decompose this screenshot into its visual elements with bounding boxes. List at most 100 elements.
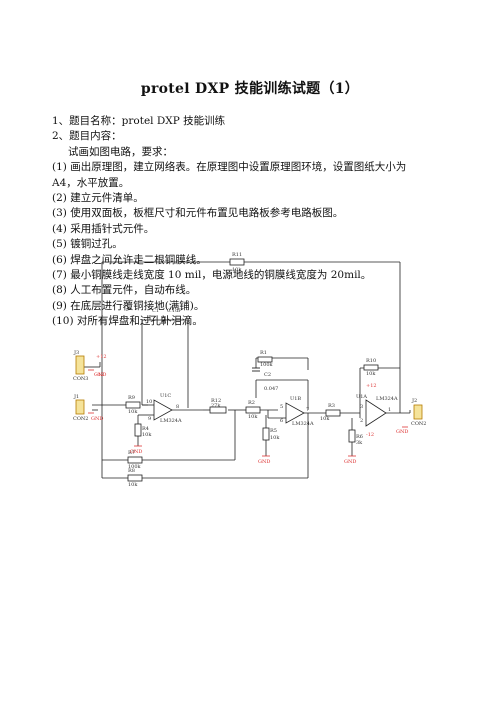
- resistor-r11: [229, 258, 245, 266]
- text-line: (3) 使用双面板，板框尺寸和元件布置见电路板参考电路板图。: [52, 207, 344, 220]
- label: R12: [211, 398, 221, 404]
- resistor-r12: [209, 406, 227, 414]
- ground-symbols: [88, 369, 408, 457]
- resistor-r10: [363, 364, 379, 371]
- schematic-labels: R11 10k C1 0.1uF R1 100k C2 0.047 R10 10…: [73, 252, 426, 488]
- opamp-u1a: [365, 399, 387, 427]
- label: R11: [232, 252, 242, 258]
- label: 2: [360, 418, 363, 424]
- label: -12: [366, 432, 374, 438]
- label: R4: [142, 426, 149, 432]
- label: 9: [148, 416, 151, 422]
- label: 5: [280, 404, 283, 410]
- label: R3: [328, 403, 335, 409]
- label: +12: [96, 354, 107, 360]
- label: 3k: [356, 440, 363, 446]
- text-line: 2、题目内容：: [52, 130, 122, 143]
- text-line: 试画如图电路，要求：: [68, 145, 173, 158]
- label: GND: [258, 459, 270, 465]
- label: 10: [146, 399, 152, 405]
- label: R8: [128, 468, 135, 474]
- label: CON3: [73, 376, 88, 382]
- label: R10: [366, 358, 376, 364]
- resistor-r7: [127, 456, 143, 464]
- label: 7: [306, 407, 309, 413]
- resistor-r4: [134, 423, 142, 437]
- op-amps: [153, 399, 387, 427]
- text-line: (6) 焊盘之间允许走二根铜膜线。: [52, 253, 207, 266]
- label: +12: [366, 383, 377, 389]
- label: 1: [388, 407, 391, 413]
- label: 0.1uF: [167, 308, 182, 314]
- label: GND: [94, 372, 106, 378]
- label: R7: [128, 450, 135, 456]
- resistor-r3: [325, 409, 341, 417]
- text-line: (1) 画出原理图，建立网络表。在原理图中设置原理图环境，设置图纸大小为: [52, 161, 407, 174]
- label: 100k: [260, 362, 274, 368]
- resistor-r9: [125, 401, 141, 409]
- label: 10k: [366, 371, 376, 377]
- resistor-r2: [245, 406, 261, 414]
- label: 10k: [320, 416, 330, 422]
- document-body: 1、题目名称：protel DXP 技能训练 2、题目内容： 试画如图电路，要求…: [52, 114, 452, 330]
- text-line: (5) 镀铜过孔。: [52, 238, 123, 251]
- label: 10k: [128, 409, 138, 415]
- circuit-schematic: R11 10k C1 0.1uF R1 100k C2 0.047 R10 10…: [73, 252, 426, 488]
- connector-j1: [75, 399, 85, 415]
- label: C2: [264, 372, 271, 378]
- connector-j2: [413, 404, 423, 420]
- resistor-r6: [348, 429, 356, 443]
- label: GND: [344, 459, 356, 465]
- document-title: protel DXP 技能训练试题（1）: [140, 81, 360, 97]
- label: 27k: [211, 403, 221, 409]
- label: R9: [128, 395, 135, 401]
- label: J2: [411, 398, 417, 404]
- label: U1A: [356, 394, 367, 400]
- label: J1: [73, 394, 79, 400]
- label: R5: [270, 428, 277, 434]
- label: 100k: [128, 464, 142, 470]
- resistor-r1: [257, 356, 273, 363]
- label: 10k: [248, 414, 258, 420]
- text-line: (8) 人工布置元件，自动布线。: [52, 284, 197, 297]
- label: U1B: [290, 396, 301, 402]
- label: GND: [396, 429, 408, 435]
- label: LM324A: [292, 421, 314, 427]
- label: 10k: [142, 432, 152, 438]
- connectors: [75, 355, 423, 420]
- label: GND: [130, 449, 142, 455]
- connector-j3: [75, 355, 85, 375]
- label: C1: [152, 308, 159, 314]
- label: LM324A: [376, 396, 398, 402]
- label: 3: [360, 404, 363, 410]
- label: LM324A: [160, 418, 182, 424]
- label: R1: [260, 350, 267, 356]
- text-line: A4，水平放置。: [52, 176, 130, 189]
- text-line: (2) 建立元件清单。: [52, 192, 144, 205]
- label: CON2: [73, 416, 88, 422]
- label: CON2: [411, 421, 426, 427]
- opamp-u1b: [285, 402, 305, 424]
- label: 10k: [128, 482, 138, 488]
- label: 8: [176, 404, 179, 410]
- label: GND: [91, 416, 103, 422]
- label: 10k: [232, 267, 242, 273]
- text-line: (4) 采用插针式元件。: [52, 222, 155, 235]
- label: 6: [280, 418, 283, 424]
- resistor-r5: [262, 427, 270, 441]
- resistors: [125, 258, 379, 482]
- label: -12: [96, 372, 104, 378]
- capacitors: [161, 316, 260, 372]
- label: R2: [248, 400, 255, 406]
- opamp-u1c: [153, 399, 173, 421]
- wires: [84, 261, 411, 479]
- label: 0.047: [264, 386, 278, 392]
- text-line: (9) 在底层进行覆铜接地(满铺)。: [52, 299, 205, 312]
- resistor-r8: [127, 474, 143, 482]
- label: U1C: [160, 393, 171, 399]
- label: R6: [356, 434, 363, 440]
- label: 10k: [270, 435, 280, 441]
- text-line: 1、题目名称：protel DXP 技能训练: [52, 115, 226, 127]
- text-line: (7) 最小铜膜线走线宽度 10 mil，电源地线的铜膜线宽度为 20mil。: [52, 269, 372, 282]
- label: J3: [73, 350, 79, 356]
